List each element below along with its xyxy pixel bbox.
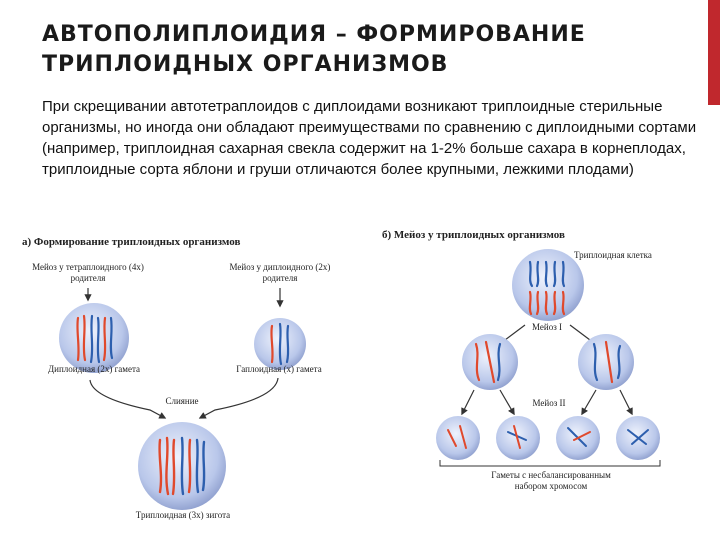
gametes-bracket — [439, 460, 661, 467]
title-line-2: ТРИПЛОИДНЫХ ОРГАНИЗМОВ — [42, 52, 449, 77]
haploid-gamete-label: Гаплоидная (х) гамета — [236, 364, 322, 374]
gamete-chromosomes — [447, 425, 649, 449]
slide-title: АВТОПОЛИПЛОИДИЯ – ФОРМИРОВАНИЕ ТРИПЛОИДН… — [42, 20, 702, 80]
figure-b-title: б) Мейоз у триплоидных организмов — [382, 229, 565, 241]
zygote-chromosomes — [158, 436, 206, 496]
meiosis-diploid-label: Мейоз у диплоидного (2х) родителя — [229, 262, 331, 283]
tetraploid-parent-cell — [59, 303, 129, 373]
diploid-chromosomes — [270, 322, 290, 366]
meiosis-1-right-chromosomes — [592, 340, 622, 384]
meiosis-2-label: Мейоз II — [532, 398, 566, 408]
title-line-1: АВТОПОЛИПЛОИДИЯ – ФОРМИРОВАНИЕ — [42, 22, 586, 47]
gamete-cells — [436, 416, 660, 460]
fusion-label: Слияние — [165, 396, 199, 406]
meiosis-1-left-chromosomes — [474, 340, 502, 384]
figure-a-title: а) Формирование триплоидных организмов — [22, 236, 241, 248]
tetraploid-chromosomes — [76, 314, 114, 364]
meiosis-tetraploid-label: Мейоз у тетраплоидного (4х) родителя — [32, 262, 144, 283]
figure-a-arrows — [84, 288, 284, 419]
gamete-cell-1 — [436, 416, 480, 460]
slide-body-text: При скрещивании автотетраплоидов с дипло… — [42, 98, 697, 178]
meiosis-1-label: Мейоз I — [532, 322, 562, 332]
triploid-cell-label: Триплоидная клетка — [574, 250, 652, 260]
triploid-zygote-label: Триплоидная (3х) зигота — [135, 510, 231, 520]
diploid-gamete-label: Диплоидная (2х) гамета — [47, 364, 141, 374]
accent-bar — [708, 0, 720, 105]
gametes-label: Гаметы с несбалансированным набором хром… — [491, 470, 611, 491]
triploid-cell-chromosomes — [528, 260, 566, 316]
